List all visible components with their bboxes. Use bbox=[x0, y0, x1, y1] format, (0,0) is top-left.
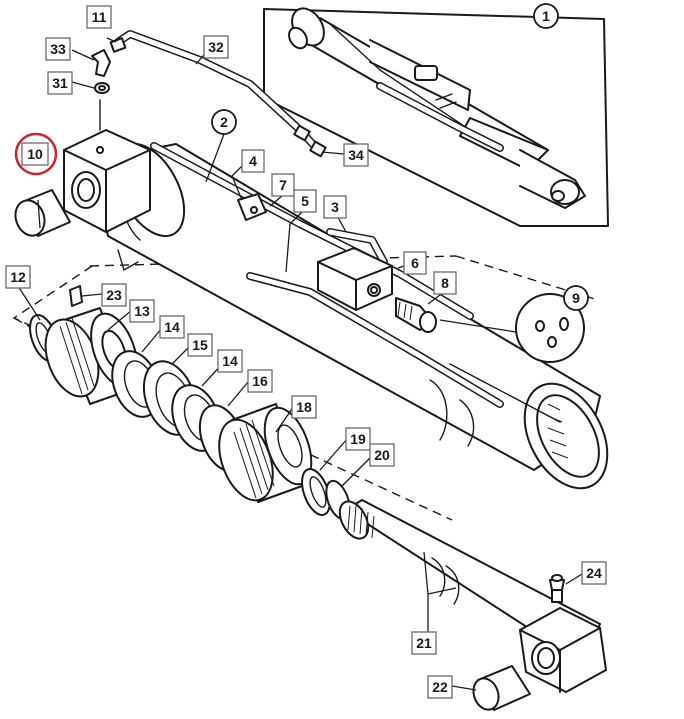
callout-34: 34 bbox=[343, 143, 369, 167]
rod-eye bbox=[519, 607, 607, 693]
callout-21-label: 21 bbox=[416, 635, 432, 651]
callout-14b-label: 14 bbox=[222, 353, 238, 369]
bushing-part-10 bbox=[14, 189, 71, 237]
pipe-32 bbox=[114, 30, 327, 158]
cylinder-head-block bbox=[63, 129, 151, 233]
callout-11: 11 bbox=[86, 5, 112, 29]
washer bbox=[94, 82, 110, 94]
callout-2: 2 bbox=[211, 109, 237, 135]
callout-13: 13 bbox=[129, 299, 155, 323]
callout-32: 32 bbox=[203, 35, 229, 59]
callout-33: 33 bbox=[45, 37, 71, 61]
callout-2-label: 2 bbox=[220, 114, 228, 130]
callout-3: 3 bbox=[323, 195, 347, 219]
callout-7: 7 bbox=[271, 173, 295, 197]
callout-4: 4 bbox=[241, 149, 265, 173]
callout-12: 12 bbox=[5, 265, 31, 289]
callout-15-label: 15 bbox=[192, 337, 208, 353]
detail-view-ports bbox=[439, 293, 585, 363]
callout-1-label: 1 bbox=[542, 8, 550, 24]
tube-clamp bbox=[237, 193, 267, 221]
callout-14a-label: 14 bbox=[164, 319, 180, 335]
callout-3-label: 3 bbox=[331, 199, 339, 215]
callout-11-label: 11 bbox=[92, 9, 107, 25]
valve-block bbox=[317, 247, 393, 311]
seal-19 bbox=[301, 468, 331, 516]
callout-20-label: 20 bbox=[374, 447, 390, 463]
callout-8: 8 bbox=[433, 271, 457, 295]
callout-22-label: 22 bbox=[432, 679, 448, 695]
callout-18: 18 bbox=[291, 395, 317, 419]
callout-13-label: 13 bbox=[134, 303, 150, 319]
valve-cartridge bbox=[395, 297, 437, 333]
callout-8-label: 8 bbox=[441, 275, 449, 291]
callout-14a: 14 bbox=[159, 315, 185, 339]
callout-19-label: 19 bbox=[350, 431, 366, 447]
callout-5: 5 bbox=[293, 189, 317, 213]
elbow-fitting bbox=[91, 37, 127, 77]
leader-lines bbox=[17, 37, 583, 691]
callout-23-label: 23 bbox=[106, 287, 122, 303]
callout-10-label: 10 bbox=[27, 146, 43, 162]
callout-6-label: 6 bbox=[411, 255, 419, 271]
callout-16-label: 16 bbox=[252, 373, 268, 389]
callout-24-label: 24 bbox=[586, 565, 602, 581]
callout-32-label: 32 bbox=[208, 39, 224, 55]
callout-16: 16 bbox=[247, 369, 273, 393]
callout-21: 21 bbox=[411, 631, 437, 655]
callout-18-label: 18 bbox=[296, 399, 312, 415]
gland-nut-18 bbox=[218, 403, 313, 503]
callout-19: 19 bbox=[345, 427, 371, 451]
callout-31-label: 31 bbox=[52, 75, 68, 91]
callout-5-label: 5 bbox=[301, 193, 309, 209]
callout-12-label: 12 bbox=[10, 269, 26, 285]
callout-1: 1 bbox=[533, 3, 559, 29]
callout-20: 20 bbox=[369, 443, 395, 467]
pin-23 bbox=[69, 285, 83, 307]
callout-24: 24 bbox=[581, 561, 607, 585]
callout-9: 9 bbox=[563, 285, 589, 311]
callout-31: 31 bbox=[47, 71, 73, 95]
grease-nipple-24 bbox=[549, 574, 565, 603]
callout-10-highlighted: 10 bbox=[14, 132, 58, 176]
callout-9-label: 9 bbox=[572, 290, 580, 306]
callout-33-label: 33 bbox=[50, 41, 66, 57]
bushing-22 bbox=[472, 665, 531, 711]
callout-34-label: 34 bbox=[348, 147, 364, 163]
callout-23: 23 bbox=[101, 283, 127, 307]
barrel-tubes bbox=[150, 142, 504, 408]
callout-15: 15 bbox=[187, 333, 213, 357]
inset-cylinder-assembly bbox=[288, 7, 586, 209]
callout-7-label: 7 bbox=[279, 177, 287, 193]
callout-4-label: 4 bbox=[249, 153, 257, 169]
callout-14b: 14 bbox=[217, 349, 243, 373]
callout-6: 6 bbox=[403, 251, 427, 275]
callout-22: 22 bbox=[427, 675, 453, 699]
